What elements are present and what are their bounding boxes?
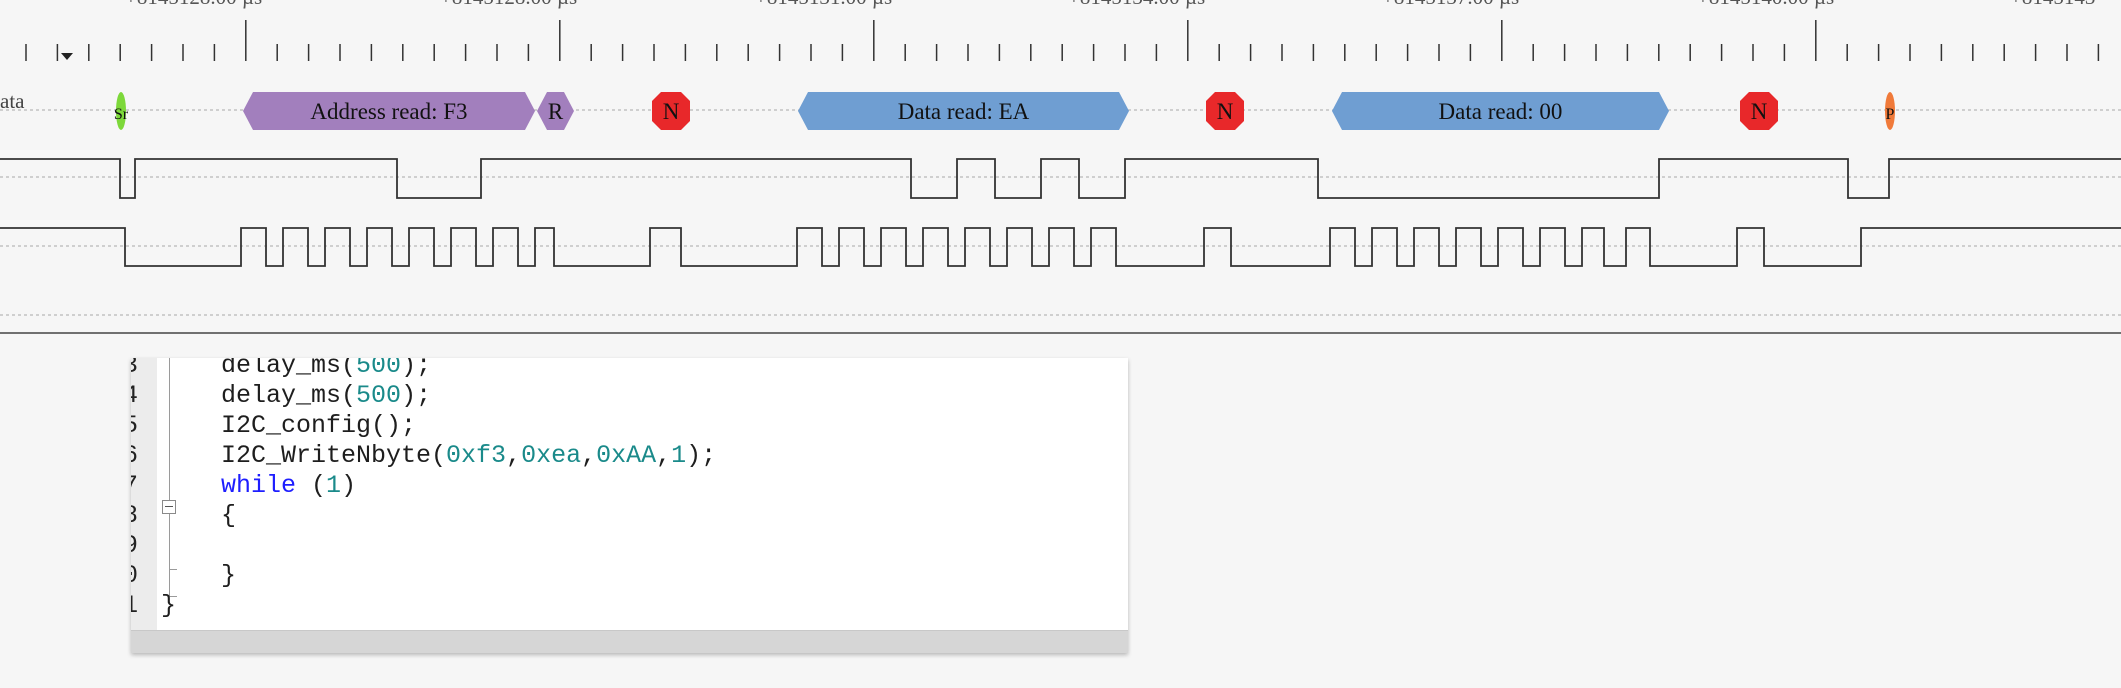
frame-shape: [1885, 92, 1895, 130]
line-number: 6: [131, 441, 153, 471]
code-text: I2C_config();: [161, 411, 417, 440]
decode-frame-stop[interactable]: P: [1885, 92, 1895, 130]
frame-label: N: [663, 99, 680, 124]
code-text: }: [161, 591, 177, 620]
frame-label: P: [1886, 106, 1895, 123]
time-label: +8145143: [2010, 0, 2095, 9]
frame-shape: [1740, 92, 1778, 130]
decode-frame-rw[interactable]: R: [537, 92, 574, 130]
fold-end-tick: [169, 569, 177, 570]
ruler-marker-icon[interactable]: [61, 53, 73, 60]
decode-frames[interactable]: Sr Address read: F3 R N Data read: EA N Data r…: [114, 92, 1895, 130]
frame-shape: [537, 92, 574, 130]
decode-frame-start[interactable]: Sr: [114, 92, 129, 130]
line-number: 9: [131, 531, 153, 561]
line-number: 5: [131, 411, 153, 441]
code-text: while (1): [221, 471, 357, 500]
fold-guide: [169, 358, 170, 596]
waveform-view[interactable]: +8145128.00 µs +8145128.00 µs +8145131.00 …: [0, 0, 2121, 334]
channel-label: ata: [0, 89, 25, 113]
frame-label: N: [1217, 99, 1234, 124]
code-text: {: [161, 501, 237, 530]
decode-frame-nack[interactable]: N: [652, 92, 690, 130]
time-label: +8145140.00 µs: [1697, 0, 1834, 9]
frame-shape: [1206, 92, 1244, 130]
time-label: +8145128.00 µs: [125, 0, 262, 9]
decode-frame-nack[interactable]: N: [1740, 92, 1778, 130]
decode-frame-data[interactable]: Data read: 00: [1332, 92, 1669, 130]
time-ruler: [25, 20, 2100, 61]
time-label: +8145131.00 µs: [755, 0, 892, 9]
line-number-gutter: [131, 358, 157, 630]
line-number: 7: [131, 471, 153, 501]
line-number: 4: [131, 381, 153, 411]
code-text: delay_ms(500);: [161, 358, 432, 380]
time-labels: +8145128.00 µs +8145128.00 µs +8145131.00 …: [125, 0, 2095, 9]
sda-waveform: [0, 158, 2121, 199]
code-text: }: [161, 561, 237, 590]
line-number: 1: [131, 591, 153, 621]
frame-shape: [1332, 92, 1669, 130]
frame-shape: [116, 92, 126, 130]
code-text: I2C_WriteNbyte(0xf3,0xea,0xAA,1);: [161, 441, 717, 470]
code-editor-panel[interactable]: 3 delay_ms(500); 4 delay_ms(500); 5 I2C_co…: [131, 358, 1128, 653]
logic-analyzer-panel[interactable]: +8145128.00 µs +8145128.00 µs +8145131.00 …: [0, 0, 2121, 334]
line-number: 3: [131, 358, 153, 381]
code-text: delay_ms(500);: [161, 381, 432, 410]
fold-end-tick: [169, 596, 177, 597]
collapse-icon[interactable]: [162, 500, 176, 514]
line-number: 0: [131, 561, 153, 591]
frame-label: Data read: 00: [1439, 99, 1563, 124]
frame-label: R: [548, 99, 564, 124]
frame-shape: [243, 92, 535, 130]
time-label: +8145134.00 µs: [1068, 0, 1205, 9]
frame-label: N: [1751, 99, 1768, 124]
frame-shape: [652, 92, 690, 130]
frame-label: Address read: F3: [310, 99, 467, 124]
horizontal-scrollbar[interactable]: [131, 630, 1128, 653]
decode-frame-address[interactable]: Address read: F3: [243, 92, 535, 130]
frame-shape: [798, 92, 1129, 130]
time-label: +8145137.00 µs: [1382, 0, 1519, 9]
decode-frame-data[interactable]: Data read: EA: [798, 92, 1129, 130]
frame-label: Sr: [114, 106, 129, 123]
frame-label: Data read: EA: [898, 99, 1030, 124]
decode-frame-nack[interactable]: N: [1206, 92, 1244, 130]
scl-waveform: [0, 227, 2121, 267]
line-number: 8: [131, 501, 153, 531]
time-label: +8145128.00 µs: [440, 0, 577, 9]
